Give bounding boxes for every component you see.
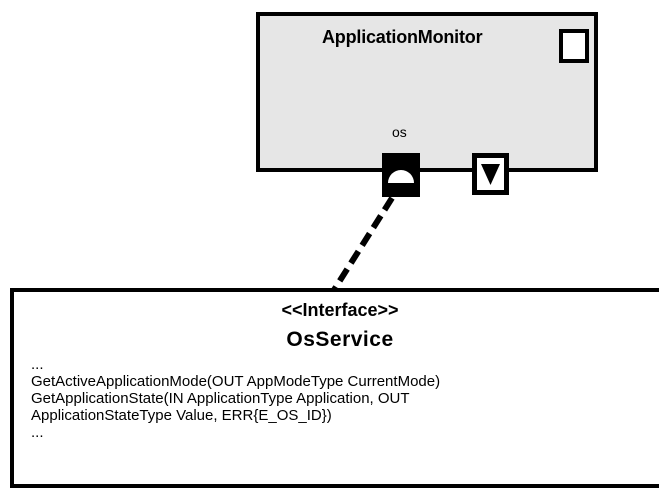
component-icon: [559, 29, 589, 63]
os-service-interface[interactable]: <<Interface>> OsService ... GetActiveApp…: [10, 288, 659, 488]
port-label: os: [392, 124, 407, 140]
dependency-connector: [331, 196, 395, 292]
interface-stereotype: <<Interface>>: [281, 300, 399, 320]
operation-get-application-state: GetApplicationState(IN ApplicationType A…: [31, 390, 410, 407]
operation-get-active-application-mode: GetActiveApplicationMode(OUT AppModeType…: [31, 373, 441, 390]
interface-name: OsService: [286, 328, 394, 351]
required-port-glyph: [388, 170, 414, 183]
application-monitor-component[interactable]: ApplicationMonitor os: [256, 12, 598, 172]
chevron-down-icon: [481, 164, 500, 185]
operation-ellipsis-top: ...: [31, 356, 44, 373]
interface-operations: ... GetActiveApplicationMode(OUT AppMode…: [31, 356, 440, 441]
port-dropdown-button[interactable]: [472, 153, 509, 195]
component-title: ApplicationMonitor: [322, 27, 483, 47]
required-port-icon[interactable]: [382, 153, 420, 197]
operation-ellipsis-bottom: ...: [31, 424, 44, 441]
operation-get-application-state-cont: ApplicationStateType Value, ERR{E_OS_ID}…: [31, 407, 332, 424]
